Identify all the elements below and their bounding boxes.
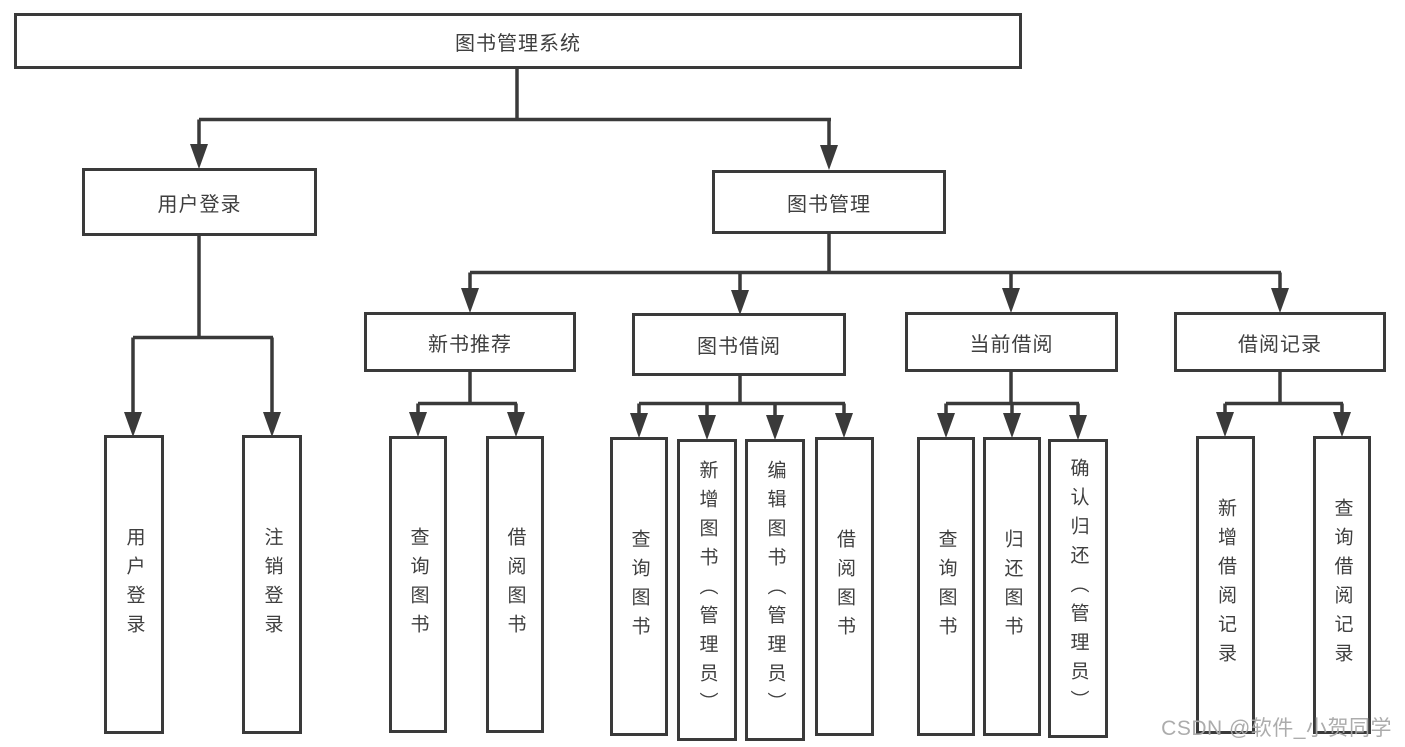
node-borrowing-query-books: 查询图书: [610, 437, 668, 736]
node-label: 图书借阅: [697, 336, 781, 358]
node-label: 查询借阅记录: [1331, 498, 1353, 672]
csdn-watermark: CSDN @软件_小贺同学: [1161, 717, 1392, 740]
node-label: 新增借阅记录: [1215, 498, 1236, 672]
node-book-management: 图书管理: [712, 170, 946, 234]
node-borrowing-add-books-admin: 新增图书（管理员）: [677, 439, 737, 741]
node-current-query-books: 查询图书: [917, 437, 975, 736]
node-label: 查询图书: [628, 528, 650, 645]
node-label: 归还图书: [1001, 528, 1023, 645]
node-current-borrowing: 当前借阅: [905, 312, 1118, 372]
node-recommend-borrow-books: 借阅图书: [486, 436, 544, 733]
node-label: 用户登录: [123, 526, 145, 643]
node-user-login: 用户登录: [82, 168, 317, 236]
node-borrowing-edit-books-admin: 编辑图书（管理员）: [745, 439, 805, 741]
node-label: 注销登录: [261, 526, 283, 643]
node-current-confirm-return-admin: 确认归还（管理员）: [1048, 439, 1108, 738]
node-label: 当前借阅: [969, 333, 1054, 356]
node-label: 查询图书: [935, 528, 957, 645]
node-label: 新增图书（管理员）: [696, 459, 718, 721]
node-logout-action: 注销登录: [242, 435, 302, 734]
node-borrowing-records: 借阅记录: [1174, 312, 1386, 372]
node-library-management-system: 图书管理系统: [14, 13, 1022, 69]
node-records-add-record: 新增借阅记录: [1196, 436, 1255, 734]
node-new-book-recommendation: 新书推荐: [364, 312, 576, 372]
node-label: 图书管理: [787, 193, 871, 216]
node-user-login-action: 用户登录: [104, 435, 164, 734]
node-recommend-query-books: 查询图书: [389, 436, 447, 733]
node-label: 借阅记录: [1238, 333, 1322, 356]
node-borrowing-borrow-books: 借阅图书: [815, 437, 874, 736]
node-current-return-books: 归还图书: [983, 437, 1041, 736]
node-label: 借阅图书: [504, 526, 526, 643]
node-label: 图书管理系统: [455, 32, 581, 55]
node-label: 编辑图书（管理员）: [764, 459, 786, 721]
node-label: 查询图书: [407, 526, 429, 643]
node-label: 确认归还（管理员）: [1067, 458, 1089, 719]
node-label: 用户登录: [157, 193, 242, 216]
node-label: 新书推荐: [428, 333, 512, 356]
node-book-borrowing: 图书借阅: [632, 313, 846, 376]
node-label: 借阅图书: [834, 528, 855, 645]
node-records-query-record: 查询借阅记录: [1313, 436, 1371, 734]
